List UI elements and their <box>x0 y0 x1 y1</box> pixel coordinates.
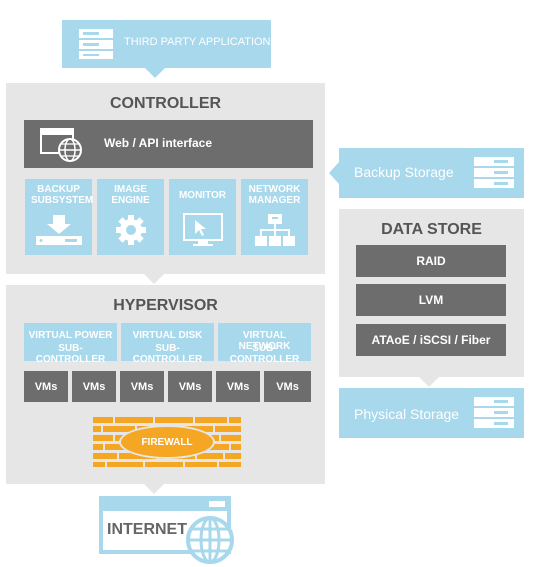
data-store-panel: DATA STORE RAID LVM ATAoE / iSCSI / Fibe… <box>339 209 524 377</box>
virtual-power-subcontroller: VIRTUAL POWER SUB-CONTROLLER <box>24 323 117 365</box>
virtual-power-line1: VIRTUAL POWER <box>28 330 113 341</box>
network-tree-icon <box>255 214 295 248</box>
storage-stack-icon <box>474 157 514 189</box>
controller-panel: CONTROLLER Web / API interface BACKUP SU… <box>6 83 325 274</box>
storage-stack-icon <box>474 397 514 429</box>
monitor-icon <box>183 213 223 247</box>
browser-globe-icon <box>40 128 84 162</box>
third-party-label: THIRD PARTY APPLICATION <box>124 36 271 48</box>
network-manager-module: NETWORK MANAGER <box>241 179 308 255</box>
globe-icon <box>186 516 234 564</box>
lvm-bar: LVM <box>356 284 506 316</box>
web-api-label: Web / API interface <box>104 136 213 150</box>
image-engine-module: IMAGE ENGINE <box>97 179 164 255</box>
virtual-power-line2: SUB-CONTROLLER <box>35 343 106 365</box>
physical-storage-box: Physical Storage <box>339 388 524 438</box>
vm-box: VMs <box>24 371 68 402</box>
internet-label: INTERNET <box>107 521 187 538</box>
backup-storage-label: Backup Storage <box>354 164 454 180</box>
vm-box: VMs <box>264 371 311 402</box>
third-party-arrow <box>145 68 165 78</box>
image-engine-label: IMAGE ENGINE <box>111 184 150 206</box>
monitor-label: MONITOR <box>178 190 227 201</box>
web-api-interface-bar: Web / API interface <box>24 120 313 168</box>
ataoe-iscsi-fiber-bar: ATAoE / iSCSI / Fiber <box>356 324 506 356</box>
monitor-module: MONITOR <box>169 179 236 255</box>
vm-box: VMs <box>168 371 212 402</box>
download-drive-icon <box>35 215 83 247</box>
vm-box: VMs <box>120 371 164 402</box>
backup-storage-box: Backup Storage <box>339 148 524 198</box>
gear-icon <box>116 215 146 245</box>
server-rack-icon <box>78 28 114 60</box>
virtual-network-subcontroller: VIRTUAL NETWORK SUB-CONTROLLER <box>218 323 311 365</box>
physical-storage-label: Physical Storage <box>354 406 460 422</box>
backup-subsystem-label: BACKUP SUBSYSTEM <box>31 184 94 206</box>
vm-box: VMs <box>216 371 260 402</box>
virtual-disk-subcontroller: VIRTUAL DISK SUB-CONTROLLER <box>121 323 214 365</box>
backup-subsystem-module: BACKUP SUBSYSTEM <box>25 179 94 255</box>
hypervisor-title: HYPERVISOR <box>113 297 218 314</box>
virtual-network-line2: SUB-CONTROLLER <box>229 343 300 365</box>
firewall-oval: FIREWALL <box>119 425 215 459</box>
controller-title: CONTROLLER <box>109 95 222 112</box>
backup-storage-arrow <box>329 162 339 184</box>
data-store-title: DATA STORE <box>381 221 482 238</box>
vm-box: VMs <box>72 371 116 402</box>
raid-bar: RAID <box>356 245 506 277</box>
firewall-label: FIREWALL <box>141 437 193 448</box>
network-manager-label: NETWORK MANAGER <box>248 184 301 206</box>
third-party-application-box: THIRD PARTY APPLICATION <box>62 20 271 68</box>
virtual-disk-line2: SUB-CONTROLLER <box>132 343 203 365</box>
hypervisor-arrow <box>144 484 164 494</box>
virtual-network-line1: VIRTUAL NETWORK <box>238 330 291 352</box>
data-store-arrow <box>419 377 439 387</box>
controller-arrow <box>144 274 164 284</box>
virtual-disk-line1: VIRTUAL DISK <box>132 330 203 341</box>
hypervisor-panel: HYPERVISOR VIRTUAL POWER SUB-CONTROLLER … <box>6 285 325 484</box>
